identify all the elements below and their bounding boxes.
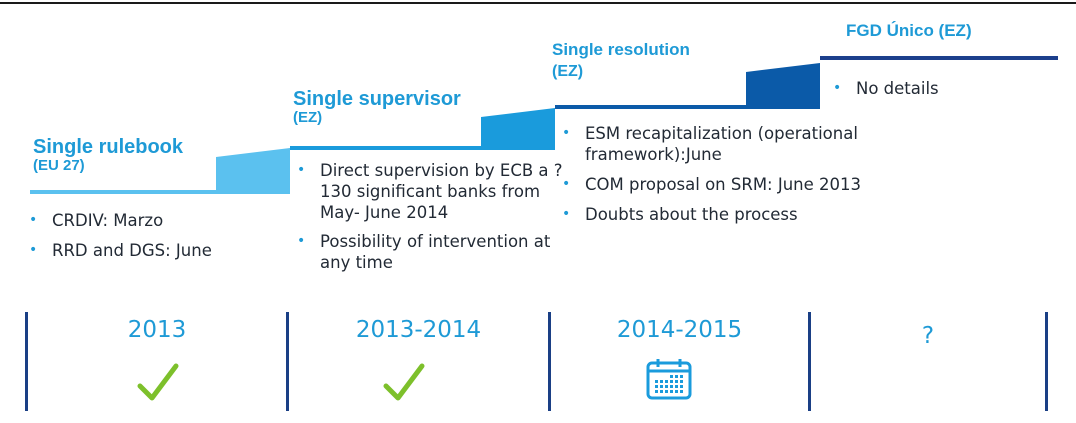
stage-title-3: Single resolution (EZ) bbox=[552, 41, 690, 80]
bullet-dot-icon: • bbox=[562, 206, 571, 222]
period-divider bbox=[808, 312, 811, 411]
stage-title-4: FGD Único (EZ) bbox=[846, 22, 972, 39]
bullet-item: • Doubts about the process bbox=[558, 204, 878, 225]
bullet-item: • CRDIV: Marzo bbox=[25, 210, 275, 231]
bullet-dot-icon: • bbox=[562, 176, 571, 192]
stage-title-4-text: FGD Único (EZ) bbox=[846, 21, 972, 40]
step3-riser bbox=[746, 63, 820, 109]
stage-title-2-text: Single supervisor bbox=[293, 88, 461, 110]
check-icon bbox=[137, 363, 179, 401]
period-divider bbox=[1045, 312, 1048, 411]
period-label-4: ? bbox=[921, 323, 935, 349]
period-divider bbox=[25, 312, 28, 411]
bullet-item: • No details bbox=[829, 78, 1049, 99]
stage-1-bullets: • CRDIV: Marzo • RRD and DGS: June bbox=[25, 210, 275, 270]
stage-subtitle-1: (EU 27) bbox=[33, 157, 85, 174]
bullet-text: Possibility of intervention at any time bbox=[320, 232, 551, 272]
bullet-item: • Possibility of intervention at any time bbox=[293, 231, 563, 273]
step3-base-line bbox=[555, 105, 747, 109]
step1-base-line bbox=[30, 190, 216, 194]
stage-subtitle-2: (EZ) bbox=[293, 109, 323, 126]
bullet-item: • ESM recapitalization (operational frame… bbox=[558, 123, 878, 165]
step2-riser bbox=[481, 108, 555, 150]
bullet-text: CRDIV: Marzo bbox=[52, 211, 164, 230]
stage-3-bullets: • ESM recapitalization (operational frame… bbox=[558, 123, 878, 234]
step2-base-line bbox=[290, 146, 482, 150]
bullet-dot-icon: • bbox=[29, 212, 38, 228]
calendar-icon bbox=[646, 359, 692, 400]
period-divider bbox=[548, 312, 551, 411]
bullet-dot-icon: • bbox=[297, 233, 306, 249]
bullet-text: COM proposal on SRM: June 2013 bbox=[585, 175, 862, 194]
period-divider bbox=[286, 312, 289, 411]
bullet-dot-icon: • bbox=[833, 80, 842, 96]
stage-subtitle-3: (EZ) bbox=[552, 63, 584, 80]
bullet-text: No details bbox=[856, 79, 939, 98]
stage-2-bullets: • Direct supervision by ECB a ? 130 signi… bbox=[293, 160, 563, 282]
stage-title-3-text: Single resolution bbox=[552, 40, 690, 59]
bullet-item: • COM proposal on SRM: June 2013 bbox=[558, 174, 878, 195]
period-label-3: 2014-2015 bbox=[616, 317, 743, 343]
step4-base-line bbox=[820, 56, 1058, 60]
bullet-dot-icon: • bbox=[562, 125, 571, 141]
bullet-text: ESM recapitalization (operational framew… bbox=[585, 124, 858, 164]
period-label-1: 2013 bbox=[127, 317, 187, 343]
bullet-text: Direct supervision by ECB a ? 130 signif… bbox=[320, 161, 563, 222]
step1-riser bbox=[216, 148, 290, 194]
stage-title-2: Single supervisor (EZ) bbox=[293, 89, 461, 125]
stage-4-bullets: • No details bbox=[829, 78, 1049, 108]
bullet-dot-icon: • bbox=[29, 242, 38, 258]
bullet-item: • Direct supervision by ECB a ? 130 signi… bbox=[293, 160, 563, 223]
stage-title-1-text: Single rulebook bbox=[33, 136, 184, 158]
bullet-item: • RRD and DGS: June bbox=[25, 240, 275, 261]
bullet-dot-icon: • bbox=[297, 162, 306, 178]
bullet-text: RRD and DGS: June bbox=[52, 241, 212, 260]
stage-title-1: Single rulebook (EU 27) bbox=[33, 137, 183, 173]
period-label-2: 2013-2014 bbox=[355, 317, 482, 343]
bullet-text: Doubts about the process bbox=[585, 205, 798, 224]
check-icon bbox=[383, 363, 425, 401]
